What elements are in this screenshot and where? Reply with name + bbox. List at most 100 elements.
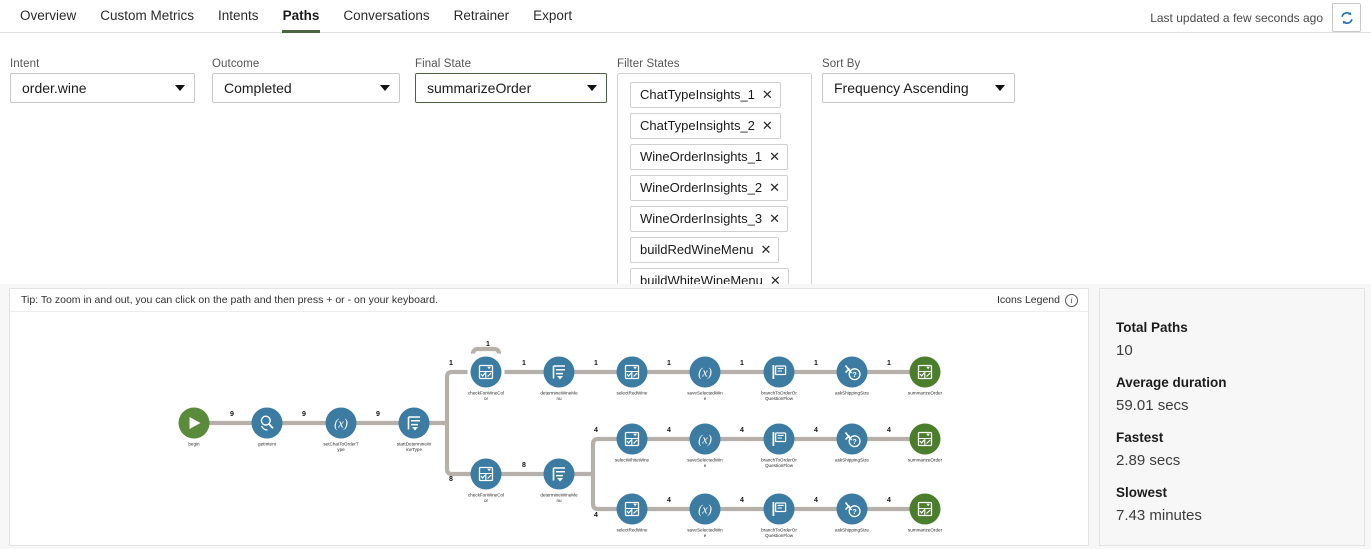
node-circle[interactable] (689, 493, 721, 525)
flow-icon-glyph (556, 471, 565, 477)
node-label: branchToOrderOr (761, 391, 797, 396)
node-circle[interactable] (836, 356, 868, 388)
form-icon-glyph (918, 370, 932, 379)
chevron-down-icon (995, 85, 1005, 91)
node-label: saveSelectedWin (687, 458, 723, 463)
svg-text:?: ? (852, 507, 857, 516)
filter-chip[interactable]: WineOrderInsights_3✕ (630, 206, 789, 232)
node-circle[interactable] (543, 458, 575, 490)
node-circle[interactable] (836, 423, 868, 455)
stat-value: 7.43 minutes (1116, 507, 1202, 524)
form-icon-glyph (480, 372, 486, 377)
tab-export[interactable]: Export (521, 0, 584, 32)
info-icon[interactable]: i (1065, 293, 1078, 307)
node-label: startDetermineW (397, 442, 432, 447)
chevron-down-icon (587, 85, 597, 91)
stat-label: Fastest (1116, 430, 1164, 445)
edge-count-label: 8 (449, 476, 453, 483)
graph-node[interactable]: selectRedWine (616, 356, 648, 396)
outcome-select[interactable]: Completed (212, 73, 400, 103)
node-label: branchToOrderOr (761, 528, 797, 533)
graph-node[interactable]: ?askShippingSize (835, 493, 869, 533)
graph-node[interactable]: summarizeOrder (908, 423, 943, 463)
intent-select[interactable]: order.wine (10, 73, 195, 103)
node-label: checkForWineCol (468, 493, 504, 498)
question-icon-glyph (848, 435, 861, 448)
edge-count-label: 4 (887, 497, 891, 504)
graph-node[interactable]: summarizeOrder (908, 493, 943, 533)
filter-states-chipbox[interactable]: ChatTypeInsights_1✕ ChatTypeInsights_2✕ … (617, 73, 812, 305)
node-circle[interactable] (398, 407, 430, 439)
question-icon-glyph (844, 434, 851, 441)
graph-node[interactable]: ?askShippingSize (835, 356, 869, 396)
question-icon-glyph (848, 368, 861, 381)
node-circle[interactable] (836, 493, 868, 525)
node-circle[interactable] (325, 407, 357, 439)
tab-label: Paths (282, 8, 320, 23)
tab-intents[interactable]: Intents (206, 0, 271, 32)
stat-average-duration: Average duration 59.01 secs (1116, 375, 1364, 414)
filter-chip[interactable]: WineOrderInsights_2✕ (630, 175, 789, 201)
node-circle[interactable] (543, 356, 575, 388)
node-circle[interactable] (689, 356, 721, 388)
node-circle[interactable] (763, 423, 795, 455)
filter-chip[interactable]: WineOrderInsights_1✕ (630, 144, 789, 170)
close-icon[interactable]: ✕ (769, 273, 781, 288)
sort-by-select[interactable]: Frequency Ascending (822, 73, 1015, 103)
edge-count-label: 4 (740, 497, 744, 504)
close-icon[interactable]: ✕ (769, 149, 781, 164)
final-state-filter: Final State summarizeOrder (415, 58, 607, 103)
close-icon[interactable]: ✕ (769, 211, 781, 226)
close-icon[interactable]: ✕ (769, 180, 781, 195)
flow-icon-glyph (552, 365, 565, 379)
filter-chip[interactable]: ChatTypeInsights_1✕ (630, 82, 781, 108)
node-label: e (704, 396, 707, 401)
tab-overview[interactable]: Overview (8, 0, 88, 32)
filter-chip[interactable]: ChatTypeInsights_2✕ (630, 113, 781, 139)
flag-icon-glyph (774, 365, 787, 376)
node-circle[interactable] (251, 407, 283, 439)
tab-conversations[interactable]: Conversations (331, 0, 441, 32)
edge-count-label: 1 (486, 341, 490, 348)
filter-chip[interactable]: buildRedWineMenu✕ (630, 237, 780, 263)
graph-node[interactable]: getIntent (251, 407, 283, 447)
variable-icon: (x) (698, 365, 712, 379)
close-icon[interactable]: ✕ (760, 242, 772, 257)
flag-icon-glyph (774, 502, 787, 513)
form-icon-glyph (479, 472, 493, 481)
graph-node[interactable]: begin (178, 407, 210, 447)
graph-node[interactable]: summarizeOrder (908, 356, 943, 396)
graph-node[interactable]: selectRedWine (616, 493, 648, 533)
refresh-button[interactable] (1332, 3, 1361, 32)
node-circle[interactable] (763, 356, 795, 388)
question-icon-glyph (848, 505, 861, 518)
graph-node[interactable]: ?askShippingSize (835, 423, 869, 463)
icons-legend-button[interactable]: Icons Legend i (997, 293, 1078, 307)
node-circle[interactable] (689, 423, 721, 455)
tab-retrainer[interactable]: Retrainer (442, 0, 522, 32)
close-icon[interactable]: ✕ (761, 118, 773, 133)
tab-custom-metrics[interactable]: Custom Metrics (88, 0, 206, 32)
node-circle[interactable] (763, 493, 795, 525)
intent-filter: Intent order.wine (10, 58, 195, 103)
close-icon[interactable]: ✕ (761, 87, 773, 102)
node-label: determineWineMe (540, 391, 578, 396)
node-label: or (484, 498, 489, 503)
tab-paths[interactable]: Paths (271, 0, 332, 33)
final-state-select[interactable]: summarizeOrder (415, 73, 607, 103)
graph-node[interactable]: selectWhiteWine (615, 423, 650, 463)
